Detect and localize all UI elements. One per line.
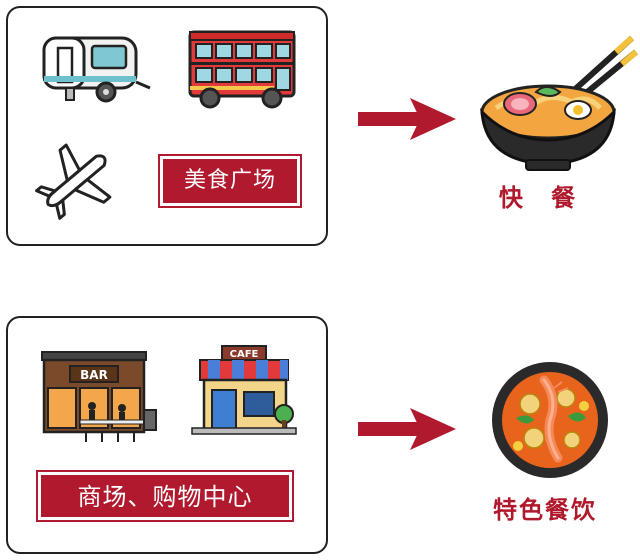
bar-storefront-icon: BAR: [41, 351, 157, 442]
food-court-label: 美食广场: [158, 154, 302, 208]
soup-bowl-icon: [492, 362, 608, 478]
bar-sign: BAR: [80, 368, 108, 382]
caravan-icon: [42, 36, 151, 103]
arrow-right-icon: [358, 98, 456, 140]
fast-food-caption: 快 餐: [498, 184, 586, 212]
double-decker-bus-icon: [188, 30, 296, 109]
arrow-right-icon: [358, 408, 456, 450]
mall-label: 商场、购物中心: [36, 470, 294, 522]
noodle-bowl-icon: [480, 35, 638, 171]
cafe-storefront-icon: CAFE: [191, 345, 297, 435]
specialty-dining-caption: 特色餐饮: [493, 496, 597, 524]
cafe-sign: CAFE: [230, 349, 259, 360]
airplane-icon: [35, 143, 112, 220]
